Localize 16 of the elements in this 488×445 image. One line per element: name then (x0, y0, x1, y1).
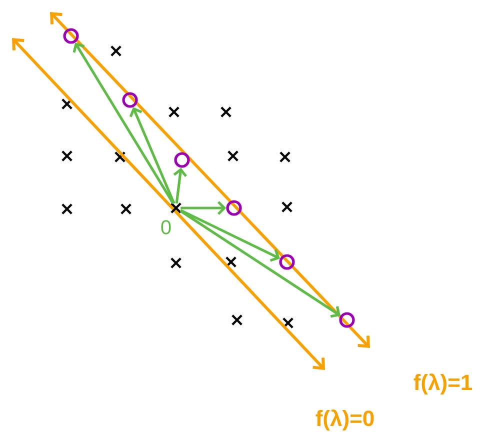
circled-point (279, 254, 295, 270)
circled-point (174, 152, 190, 168)
arrow (180, 209, 280, 262)
level-label: f(λ)=0 (316, 409, 374, 431)
arrow (72, 42, 174, 204)
arrow (129, 107, 176, 204)
level-label: f(λ)=1 (414, 373, 472, 395)
origin-point (170, 202, 182, 214)
origin-label: 0 (161, 220, 171, 234)
circled-point (339, 312, 355, 328)
arrow (180, 201, 226, 215)
circled-point (226, 200, 242, 216)
circled-point (122, 92, 138, 108)
circled-point (63, 28, 79, 44)
arrow (180, 210, 340, 318)
arrow (173, 168, 188, 204)
